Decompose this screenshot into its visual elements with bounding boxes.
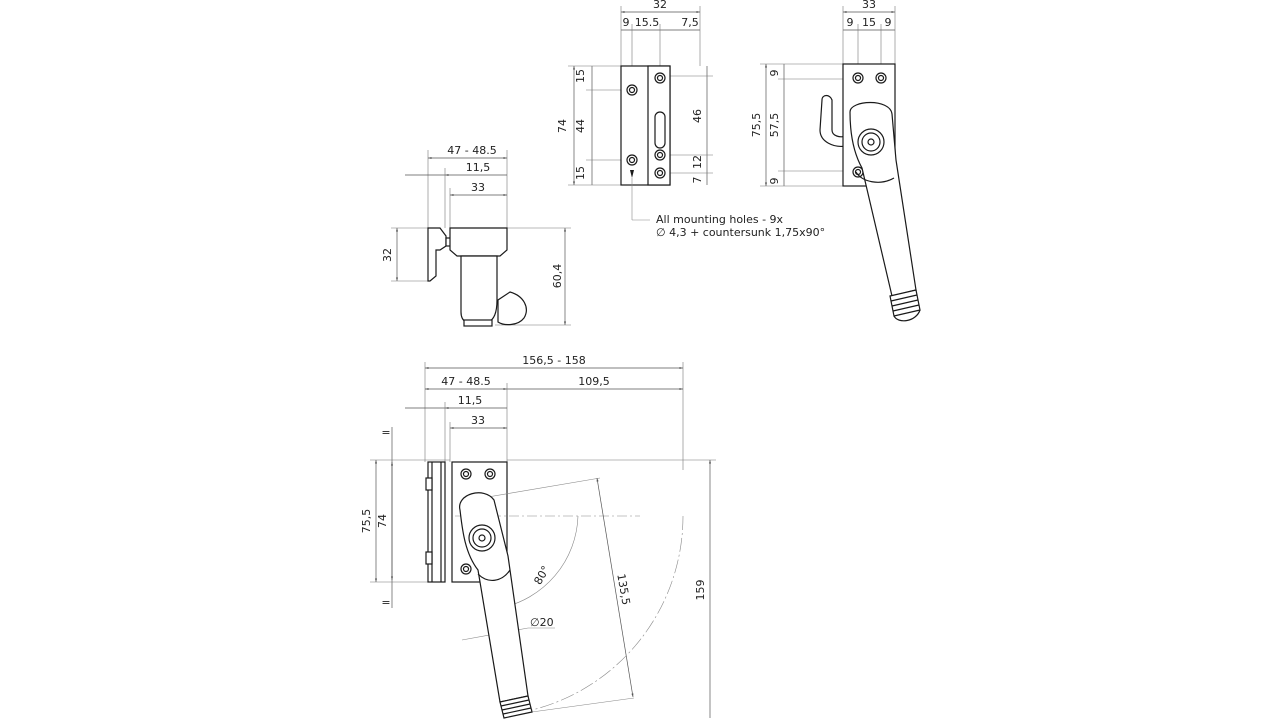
plan-dim-left-inner: 74	[376, 514, 389, 528]
front-dim-left-bottom: 15	[574, 166, 587, 180]
mounting-note-line2: ∅ 4,3 + countersunk 1,75x90°	[656, 226, 825, 239]
side-dim-mid: 11,5	[466, 161, 491, 174]
front-dim-left-top: 15	[574, 69, 587, 83]
hook-dim-left-bottom: 9	[768, 178, 781, 185]
front-dim-right-mid: 46	[691, 109, 704, 123]
hook-dim-sub2: 15	[862, 16, 876, 29]
front-dim-sub2: 15.5	[635, 16, 660, 29]
plan-dim-c: 11,5	[458, 394, 483, 407]
plan-dim-radius: 135,5	[614, 573, 632, 606]
plan-dim-a: 47 - 48.5	[441, 375, 490, 388]
hook-dim-sub3: 9	[885, 16, 892, 29]
front-dim-left-outer: 74	[556, 119, 569, 133]
hook-view: 33 9 15 9 75,5 57,5 9 9	[750, 0, 921, 322]
side-dim-right: 60,4	[551, 264, 564, 289]
side-view: 47 - 48.5 11,5 33 32 60,4	[381, 144, 571, 327]
plan-dim-total: 156,5 - 158	[522, 354, 585, 367]
front-view: 32 9 15.5 7,5 74 15 44 15 46 12 7	[556, 0, 825, 239]
front-dim-right-12: 12	[691, 155, 704, 169]
plan-dim-left-outer: 75,5	[360, 509, 373, 534]
plan-diameter: ∅20	[530, 616, 554, 629]
front-dim-sub3: 7,5	[681, 16, 699, 29]
plan-view: 156,5 - 158 47 - 48.5 109,5 11,5 33 = = …	[360, 354, 716, 719]
plan-dim-b: 109,5	[578, 375, 610, 388]
hook-dim-left-inner: 57,5	[768, 113, 781, 138]
hook-dim-sub1: 9	[847, 16, 854, 29]
plan-eq-bottom: =	[381, 596, 390, 609]
plan-dim-d: 33	[471, 414, 485, 427]
plan-angle: 80°	[531, 564, 552, 587]
front-dim-top: 32	[653, 0, 667, 11]
side-dim-low: 33	[471, 181, 485, 194]
plan-dim-height: 159	[694, 580, 707, 601]
front-dim-sub1: 9	[623, 16, 630, 29]
hook-dim-left-top: 9	[768, 70, 781, 77]
plan-eq-top: =	[381, 426, 390, 439]
mounting-note-line1: All mounting holes - 9x	[656, 213, 784, 226]
front-dim-right-7: 7	[691, 177, 704, 184]
front-dim-left-mid: 44	[574, 119, 587, 133]
side-dim-top: 47 - 48.5	[447, 144, 496, 157]
hook-dim-top: 33	[862, 0, 876, 11]
hook-dim-left-outer: 75,5	[750, 113, 763, 138]
side-dim-left: 32	[381, 248, 394, 262]
